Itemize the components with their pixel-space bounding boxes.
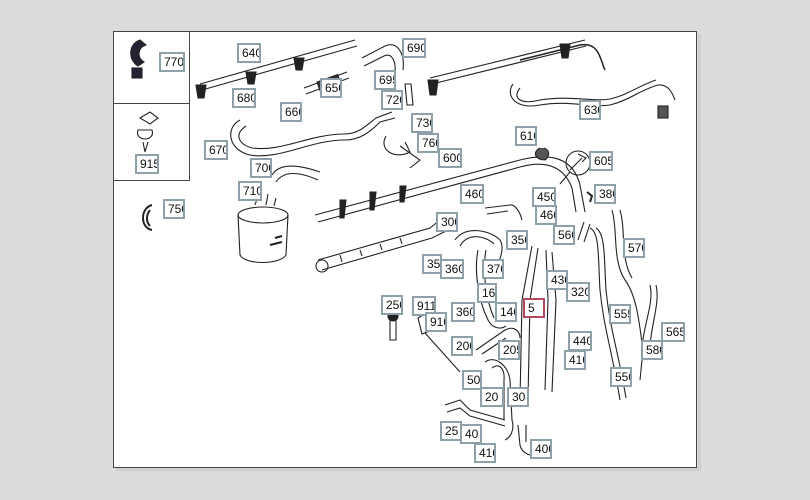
- callout-370[interactable]: 370: [482, 259, 504, 279]
- callout-205[interactable]: 205: [498, 340, 520, 360]
- callout-760[interactable]: 760: [417, 133, 439, 153]
- callout-640[interactable]: 640: [237, 43, 261, 63]
- hose-700: [271, 165, 321, 183]
- line-570: [611, 209, 646, 361]
- injector-line-640: [195, 39, 358, 99]
- callout-460-upper[interactable]: 460: [460, 184, 484, 204]
- callout-580[interactable]: 580: [641, 340, 663, 360]
- callout-910[interactable]: 910: [425, 312, 447, 332]
- callout-40[interactable]: 40: [460, 424, 482, 444]
- callout-20[interactable]: 20: [480, 387, 504, 407]
- callout-350[interactable]: 350: [506, 230, 528, 250]
- callout-450[interactable]: 450: [532, 187, 556, 207]
- callout-35[interactable]: 35: [422, 254, 442, 274]
- callout-710[interactable]: 710: [238, 181, 262, 201]
- line-bottom-25: [444, 399, 506, 427]
- hose-670: [230, 111, 396, 157]
- callout-565[interactable]: 565: [661, 322, 685, 342]
- callout-410-bottom[interactable]: 410: [474, 443, 496, 463]
- callout-680[interactable]: 680: [232, 88, 256, 108]
- callout-770[interactable]: 770: [159, 52, 185, 72]
- clamp-760-icon: [383, 135, 421, 169]
- line-580: [639, 284, 658, 381]
- callout-695[interactable]: 695: [374, 70, 396, 90]
- callout-560[interactable]: 560: [553, 225, 575, 245]
- callout-555[interactable]: 555: [609, 304, 631, 324]
- injector-line-630: [427, 39, 676, 119]
- callout-430[interactable]: 430: [546, 270, 568, 290]
- frame-shadow-right: [698, 34, 701, 471]
- callout-660[interactable]: 660: [280, 102, 302, 122]
- fuel-filter-icon: [237, 193, 289, 264]
- callout-30[interactable]: 30: [507, 387, 529, 407]
- callout-360-lower[interactable]: 360: [451, 302, 475, 322]
- clip-380-icon: [586, 191, 594, 203]
- callout-650[interactable]: 650: [320, 78, 342, 98]
- callout-460-lower[interactable]: 460: [535, 205, 557, 225]
- callout-410-right[interactable]: 410: [564, 350, 586, 370]
- callout-25[interactable]: 25: [440, 421, 462, 441]
- callout-610[interactable]: 610: [515, 126, 537, 146]
- callout-140[interactable]: 140: [495, 302, 517, 322]
- callout-911[interactable]: 911: [412, 296, 436, 316]
- wrench-605-icon: [559, 150, 591, 185]
- callout-670[interactable]: 670: [204, 140, 228, 160]
- callout-200[interactable]: 200: [451, 336, 473, 356]
- callout-250[interactable]: 250: [381, 295, 403, 315]
- callout-700[interactable]: 700: [250, 158, 272, 178]
- callout-16[interactable]: 16: [477, 283, 497, 303]
- clip-770-icon: [130, 39, 148, 79]
- clip-610-icon: [534, 147, 550, 161]
- line-555: [589, 227, 627, 401]
- callout-730[interactable]: 730: [411, 113, 433, 133]
- callout-915[interactable]: 915: [135, 154, 159, 174]
- callout-600[interactable]: 600: [438, 148, 462, 168]
- frame-shadow-bottom: [116, 468, 701, 471]
- callout-380[interactable]: 380: [594, 184, 616, 204]
- callout-400[interactable]: 400: [530, 439, 552, 459]
- hose-690: [361, 44, 404, 73]
- sidebox-divider: [113, 103, 189, 104]
- callout-630[interactable]: 630: [579, 100, 601, 120]
- clip-750-icon: [142, 204, 153, 231]
- clip-915-icon: [137, 111, 159, 153]
- callout-440[interactable]: 440: [568, 331, 592, 351]
- callout-300[interactable]: 300: [436, 212, 458, 232]
- hose-450: [484, 204, 523, 221]
- bolt-250-icon: [387, 310, 399, 341]
- callout-5-selected[interactable]: 5: [523, 298, 545, 318]
- callout-605[interactable]: 605: [589, 151, 613, 171]
- callout-320[interactable]: 320: [566, 282, 590, 302]
- hose-560: [577, 221, 591, 243]
- callout-360-upper[interactable]: 360: [440, 259, 464, 279]
- callout-50[interactable]: 50: [462, 370, 482, 390]
- fuel-line-600: [314, 156, 586, 223]
- accessory-sidebox: [113, 31, 190, 181]
- callout-750[interactable]: 750: [163, 199, 185, 219]
- callout-550[interactable]: 550: [610, 367, 632, 387]
- callout-570[interactable]: 570: [623, 238, 645, 258]
- callout-720[interactable]: 720: [381, 90, 403, 110]
- fitting-720: [404, 83, 414, 106]
- callout-690[interactable]: 690: [402, 38, 426, 58]
